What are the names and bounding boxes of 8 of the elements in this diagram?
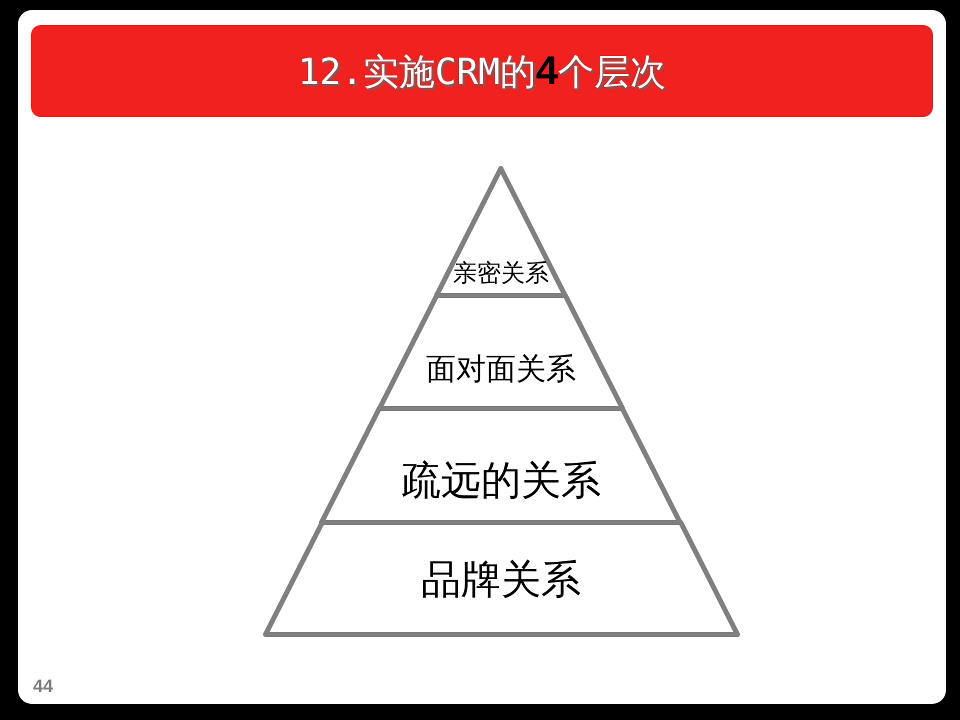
pyramid-tier [262, 518, 740, 638]
tier-label: 品牌关系 [421, 560, 581, 600]
page-number: 44 [33, 677, 54, 695]
tier-label: 亲密关系 [452, 261, 549, 285]
slide-title: 12.实施CRM的4个层次 [298, 49, 666, 93]
tier-label: 疏远的关系 [400, 461, 601, 501]
pyramid-tier [318, 404, 684, 526]
tier-label: 面对面关系 [426, 355, 576, 385]
